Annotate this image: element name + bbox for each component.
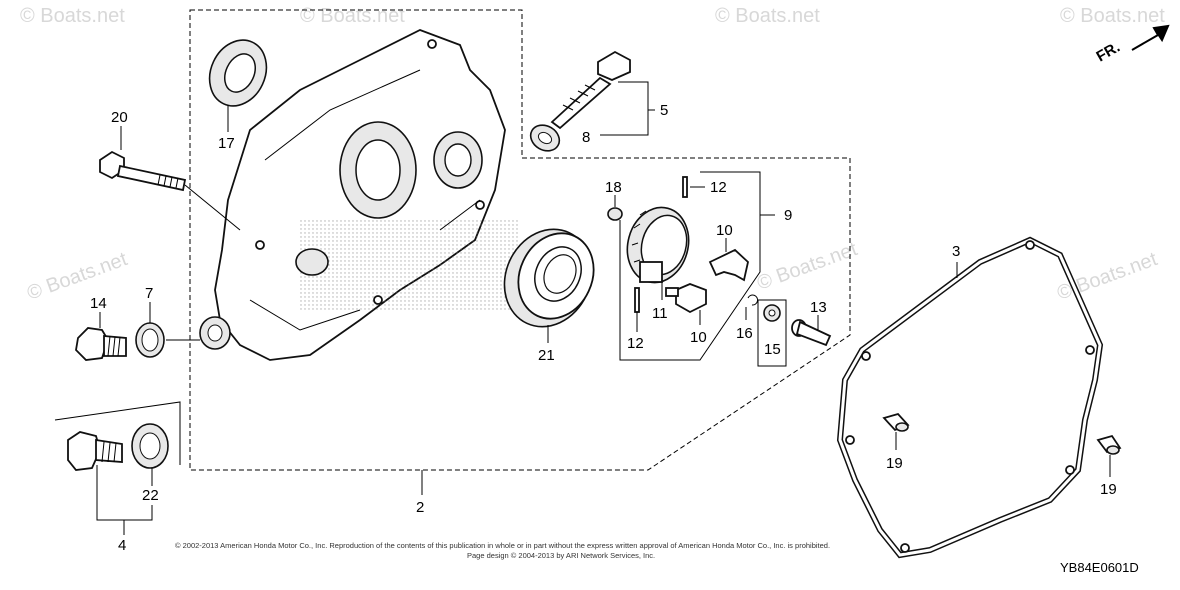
callout-label: 7 xyxy=(145,285,153,302)
callout-label: 18 xyxy=(605,179,622,196)
washer xyxy=(135,322,165,358)
copyright-notice: © 2002-2013 American Honda Motor Co., In… xyxy=(175,541,830,550)
drain-port xyxy=(199,316,231,350)
callout-label: 3 xyxy=(952,243,960,260)
washer xyxy=(607,207,623,221)
callout-label: 13 xyxy=(810,299,827,316)
leader-line xyxy=(184,184,241,231)
drain-plug xyxy=(75,327,127,361)
leader-line xyxy=(600,81,649,136)
callout-label: 8 xyxy=(582,129,590,146)
dowel-pin xyxy=(1096,434,1122,455)
flange-bolt xyxy=(99,150,187,192)
callout-label: 15 xyxy=(764,341,781,358)
callout-label: 10 xyxy=(716,222,733,239)
watermark: © Boats.net xyxy=(20,5,125,27)
callout-labels: 2 3 4 5 7 8 9 10 10 11 12 12 13 14 15 16… xyxy=(90,102,1117,554)
direction-label: FR. xyxy=(1094,39,1123,66)
subassembly-frame xyxy=(54,401,181,465)
gauge-o-ring xyxy=(529,124,561,152)
callout-label: 4 xyxy=(118,537,126,554)
oil-seal xyxy=(208,39,268,107)
watermark: © Boats.net xyxy=(1060,5,1165,27)
callout-label: 21 xyxy=(538,347,555,364)
arrow-icon xyxy=(1131,24,1170,51)
callout-label: 5 xyxy=(660,102,668,119)
callout-label: 10 xyxy=(690,329,707,346)
assembly-frame xyxy=(189,9,851,471)
watermark: © Boats.net xyxy=(754,238,860,295)
dowel-pin xyxy=(882,412,910,432)
callout-label: 2 xyxy=(416,499,424,516)
watermark: © Boats.net xyxy=(715,5,820,27)
drain-plug xyxy=(67,431,123,471)
callout-label: 14 xyxy=(90,295,107,312)
oil-level-gauge xyxy=(550,50,631,130)
governor-slider xyxy=(665,283,707,314)
subassembly-frame xyxy=(757,299,787,367)
callout-label: 9 xyxy=(784,207,792,224)
subassembly-frame xyxy=(619,171,761,361)
governor-gear xyxy=(626,206,690,284)
callout-label: 11 xyxy=(652,305,668,322)
flange-bolt xyxy=(791,319,832,347)
copyright-notice: Page design © 2004-2013 by ARI Network S… xyxy=(467,551,655,560)
callout-label: 12 xyxy=(710,179,727,196)
watermark: © Boats.net xyxy=(300,5,405,27)
washer xyxy=(131,423,169,469)
front-direction-arrow: FR. xyxy=(1094,24,1170,66)
callout-label: 12 xyxy=(627,335,644,352)
callout-label: 17 xyxy=(218,135,235,152)
clip xyxy=(747,294,759,306)
callout-label: 16 xyxy=(736,325,753,342)
callout-label: 19 xyxy=(1100,481,1117,498)
radial-ball-bearing xyxy=(503,228,595,328)
callout-label: 22 xyxy=(142,487,159,504)
governor-holder xyxy=(708,248,749,282)
callout-label: 20 xyxy=(111,109,128,126)
pin xyxy=(634,287,640,313)
crankcase-gasket xyxy=(836,236,1104,559)
diagram-code: YB84E0601D xyxy=(1060,560,1139,575)
callout-label: 19 xyxy=(886,455,903,472)
pin xyxy=(682,176,688,198)
watermark: © Boats.net xyxy=(24,248,130,305)
washer-hole xyxy=(768,309,776,317)
